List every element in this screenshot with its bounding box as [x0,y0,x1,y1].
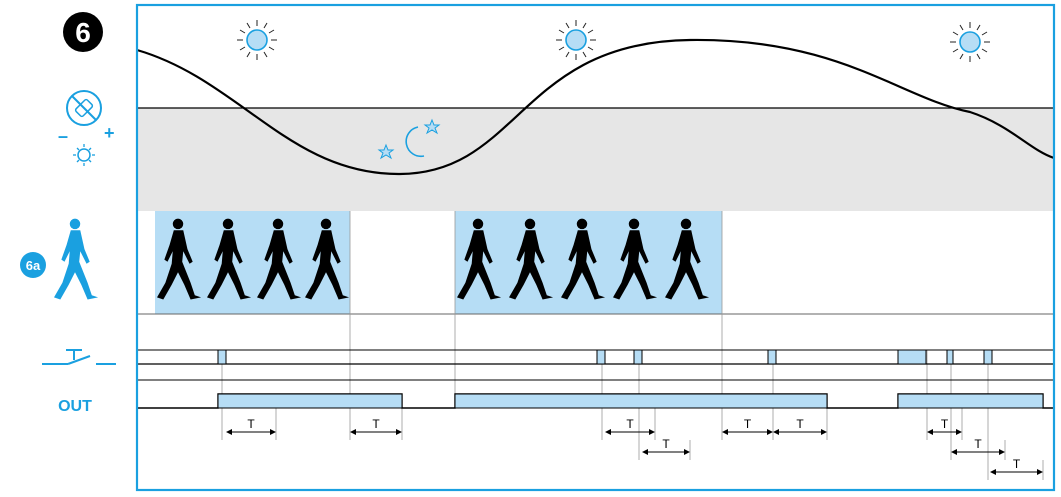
time-interval-marker: T [951,437,1005,455]
step-number: 6 [75,17,91,48]
time-label: T [1013,457,1021,471]
time-label: T [626,417,634,431]
time-interval-marker: T [605,417,655,435]
threshold-minus-label: – [58,126,68,146]
time-interval-marker: T [350,417,402,435]
output-label: OUT [58,398,92,415]
time-label: T [974,437,982,451]
time-interval-marker: T [722,417,773,435]
sun-icon [555,19,597,61]
time-label: T [372,417,380,431]
threshold-plus-label: + [104,123,115,143]
sun-icon [949,21,991,63]
daylight-curve [136,38,1055,176]
step-number-badge: 6 [63,12,103,52]
time-interval-marker: T [773,417,827,435]
sub-step-badge: 6a [20,252,46,278]
time-label: T [941,417,949,431]
light-sensor-icon [66,90,102,166]
time-label: T [744,417,752,431]
sub-step-number: 6a [26,258,41,273]
pushbutton-icon [42,349,116,365]
time-interval-marker: T [990,457,1043,475]
output-signal [137,379,1054,409]
moon-icon [405,126,425,158]
time-interval-marker: T [927,417,962,435]
presence-area [455,211,722,314]
time-marks: T T T T T T T T T [226,417,1043,475]
time-interval-marker: T [642,437,690,455]
person-icon [54,218,99,300]
presence-area [155,211,350,314]
star-icon [423,118,441,135]
time-label: T [247,417,255,431]
diagram-frame [135,3,1056,492]
time-label: T [662,437,670,451]
star-icon [377,143,395,160]
night-band [137,108,1054,211]
sun-icon [236,19,278,61]
time-interval-marker: T [226,417,276,435]
pushbutton-signal [137,349,1054,365]
time-label: T [796,417,804,431]
